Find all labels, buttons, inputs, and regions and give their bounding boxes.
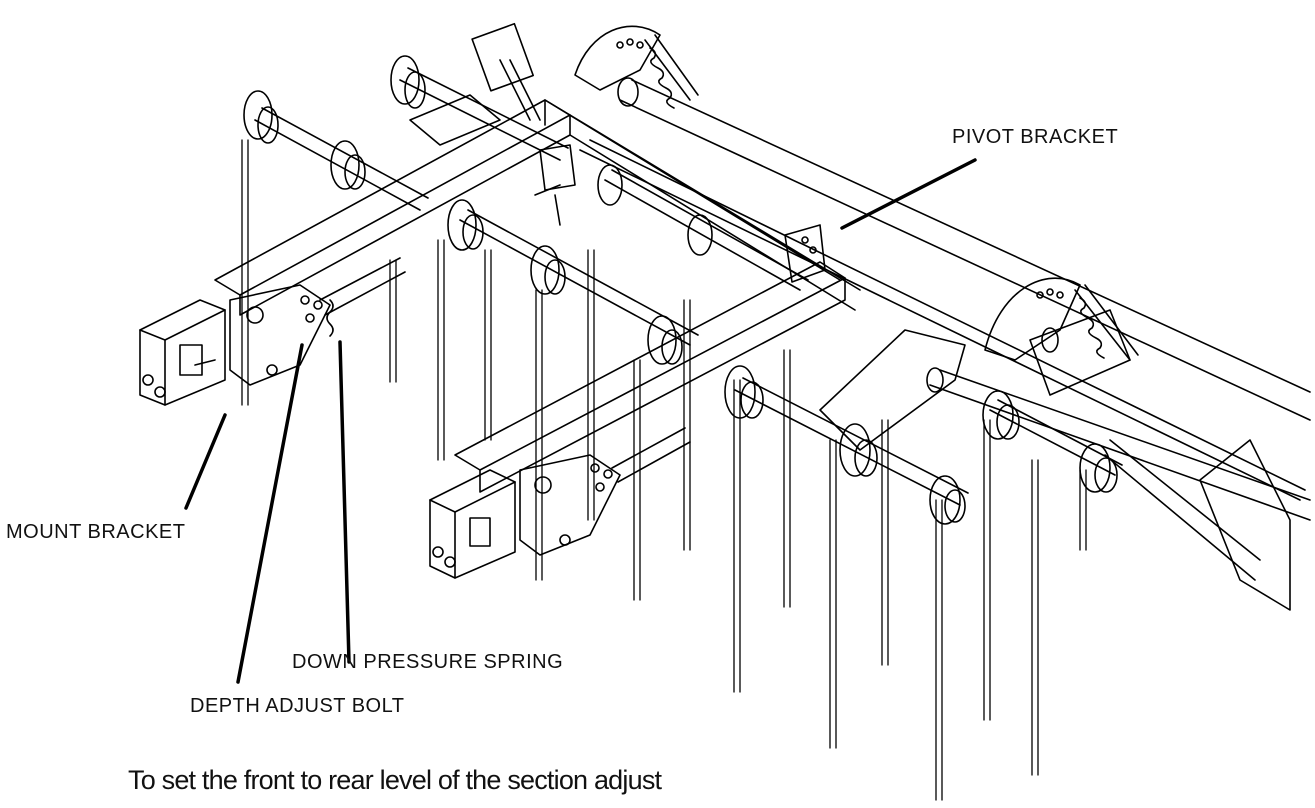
rear-top-tube (579, 77, 1311, 501)
right-spring-assembly (984, 277, 1139, 396)
front-rail-lower (454, 261, 846, 493)
mount-bracket-right (429, 469, 516, 579)
upper-spring-assembly (409, 22, 699, 146)
lower-coil-shafts (724, 365, 1123, 525)
cross-rail (544, 99, 861, 311)
pivot-plate-left (229, 257, 406, 386)
tine-rods (241, 139, 1087, 801)
instruction-text: To set the front to rear level of the se… (128, 765, 662, 795)
upper-coil-shafts (243, 55, 569, 211)
label-pivot-bracket: PIVOT BRACKET (952, 126, 1119, 148)
pivot-bracket-center (534, 144, 826, 283)
label-mount-bracket: MOUNT BRACKET (6, 521, 186, 543)
mount-bracket-left (139, 299, 226, 406)
rear-channel (1104, 439, 1291, 611)
pivot-plate-right (519, 427, 691, 556)
label-depth-adjust-bolt: DEPTH ADJUST BOLT (190, 695, 405, 717)
leader-lines (184, 158, 977, 684)
mid-coil-shafts (447, 164, 809, 365)
label-down-pressure-spring: DOWN PRESSURE SPRING (292, 651, 564, 673)
right-side-plate (819, 329, 1311, 521)
